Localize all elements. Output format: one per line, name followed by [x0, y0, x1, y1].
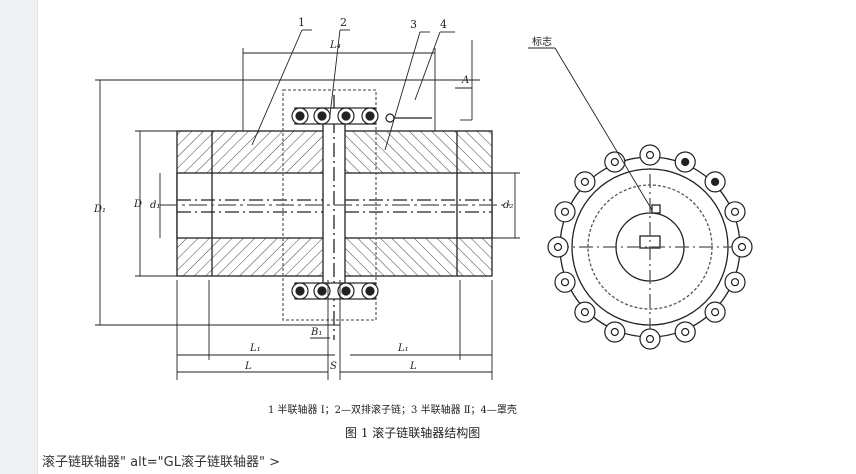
chain-pin — [560, 278, 570, 287]
chain-pin — [681, 157, 690, 167]
chain-pin — [730, 278, 740, 287]
chain-pin — [610, 327, 619, 337]
chain-pin — [681, 327, 690, 337]
dim-l4-label: L₄ — [329, 40, 341, 51]
dim-l-right-label: L — [409, 361, 417, 372]
part-2-label: 2 — [340, 16, 347, 29]
part-labels: 1 2 3 4 — [298, 16, 447, 31]
mark-leader — [528, 47, 653, 211]
top-chain — [291, 107, 432, 125]
chain-pin — [737, 242, 747, 252]
chain-pin — [560, 207, 570, 216]
dim-s-label: S — [330, 361, 337, 372]
chain-pin — [710, 177, 720, 186]
chain-pin — [645, 334, 655, 344]
dim-d1-small-label: d₁ — [150, 200, 160, 211]
bottom-chain — [291, 282, 379, 300]
mark-label: 标志 — [532, 35, 552, 48]
dimension-lines — [95, 29, 520, 380]
dim-d1-label: D₁ — [93, 204, 106, 215]
part-4-label: 4 — [440, 18, 447, 31]
dim-b1-label: B₁ — [310, 327, 322, 338]
chain-pin — [610, 157, 619, 167]
figure-caption: 图 1 滚子链联轴器结构图 — [345, 425, 480, 440]
dim-l1-left-label: L₁ — [249, 343, 261, 354]
chain-pin — [580, 308, 590, 317]
dimension-labels: L₄ A D₁ D d₁ d₂ B₁ L₁ L₁ L S L — [93, 40, 513, 372]
dim-a-label: A — [461, 75, 469, 86]
dim-l-left-label: L — [244, 361, 252, 372]
footer-alt-text: 滚子链联轴器" alt="GL滚子链联轴器" > — [42, 455, 280, 470]
dim-d-label: D — [133, 199, 142, 210]
dim-l1-right-label: L₁ — [397, 343, 409, 354]
chain-pin — [580, 177, 590, 186]
chain-pin — [710, 308, 720, 317]
chain-pin — [553, 242, 563, 252]
part-3-label: 3 — [410, 18, 417, 31]
front-view — [160, 89, 510, 340]
dim-d2-label: d₂ — [503, 200, 513, 211]
side-view — [555, 150, 745, 345]
coupling-drawing: 1 2 3 4 L₄ A D₁ D d₁ d₂ B₁ L₁ L₁ L S L 标… — [40, 0, 856, 448]
figure-legend: 1 半联轴器 Ⅰ；2—双排滚子链；3 半联轴器 Ⅱ；4—罩壳 — [268, 403, 517, 416]
chain-pin — [645, 150, 655, 160]
left-margin-strip — [0, 0, 38, 474]
chain-pin — [730, 207, 740, 216]
part-1-label: 1 — [298, 16, 305, 29]
chain-links — [547, 144, 753, 350]
